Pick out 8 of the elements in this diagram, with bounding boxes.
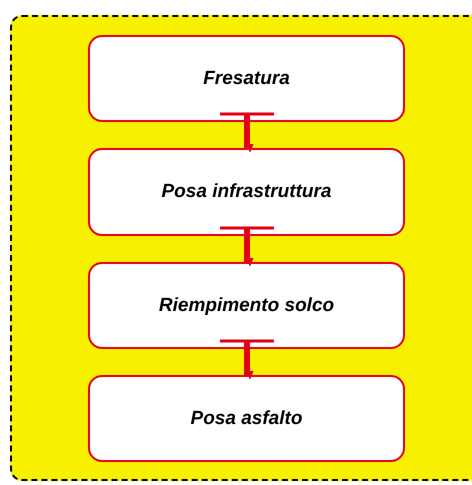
process-box (88, 375, 405, 462)
process-box (88, 262, 405, 349)
step-label: Posa infrastruttura (160, 182, 332, 202)
process-box (88, 35, 405, 122)
step-label: Fresatura (202, 68, 291, 88)
step-label: Posa asfalto (190, 408, 304, 428)
process-box (88, 148, 405, 236)
step-label: Riempimento solco (158, 296, 336, 316)
